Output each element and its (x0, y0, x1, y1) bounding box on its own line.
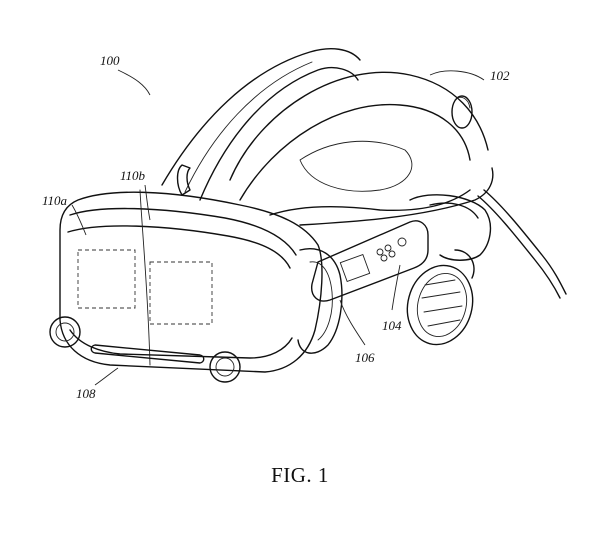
ref-110a: 110a (42, 193, 68, 208)
ref-100: 100 (100, 53, 120, 68)
leader-106 (339, 299, 366, 346)
earphone (406, 194, 492, 346)
ref-110b: 110b (120, 168, 146, 183)
leader-104 (391, 264, 401, 311)
bottom-grille (90, 344, 205, 364)
ref-102: 102 (490, 68, 510, 83)
leader-110a (71, 204, 87, 236)
ref-108: 108 (76, 386, 96, 401)
cable (477, 195, 561, 299)
left-display-outline (77, 249, 136, 309)
visor-body (59, 189, 323, 373)
ref-104: 104 (382, 318, 402, 333)
leader-102 (429, 70, 485, 81)
front-right-camera (209, 351, 241, 383)
leader-110b (144, 184, 151, 221)
headband (229, 71, 494, 226)
figure-caption: FIG. 1 (271, 463, 329, 487)
side-arm (311, 220, 429, 302)
front-left-camera (49, 316, 81, 348)
leader-108 (94, 367, 119, 386)
leader-100 (117, 69, 151, 96)
side-interface (297, 248, 343, 354)
left-hook (176, 164, 191, 196)
top-strap (161, 48, 361, 201)
right-display-outline (149, 261, 213, 325)
ref-106: 106 (355, 350, 375, 365)
